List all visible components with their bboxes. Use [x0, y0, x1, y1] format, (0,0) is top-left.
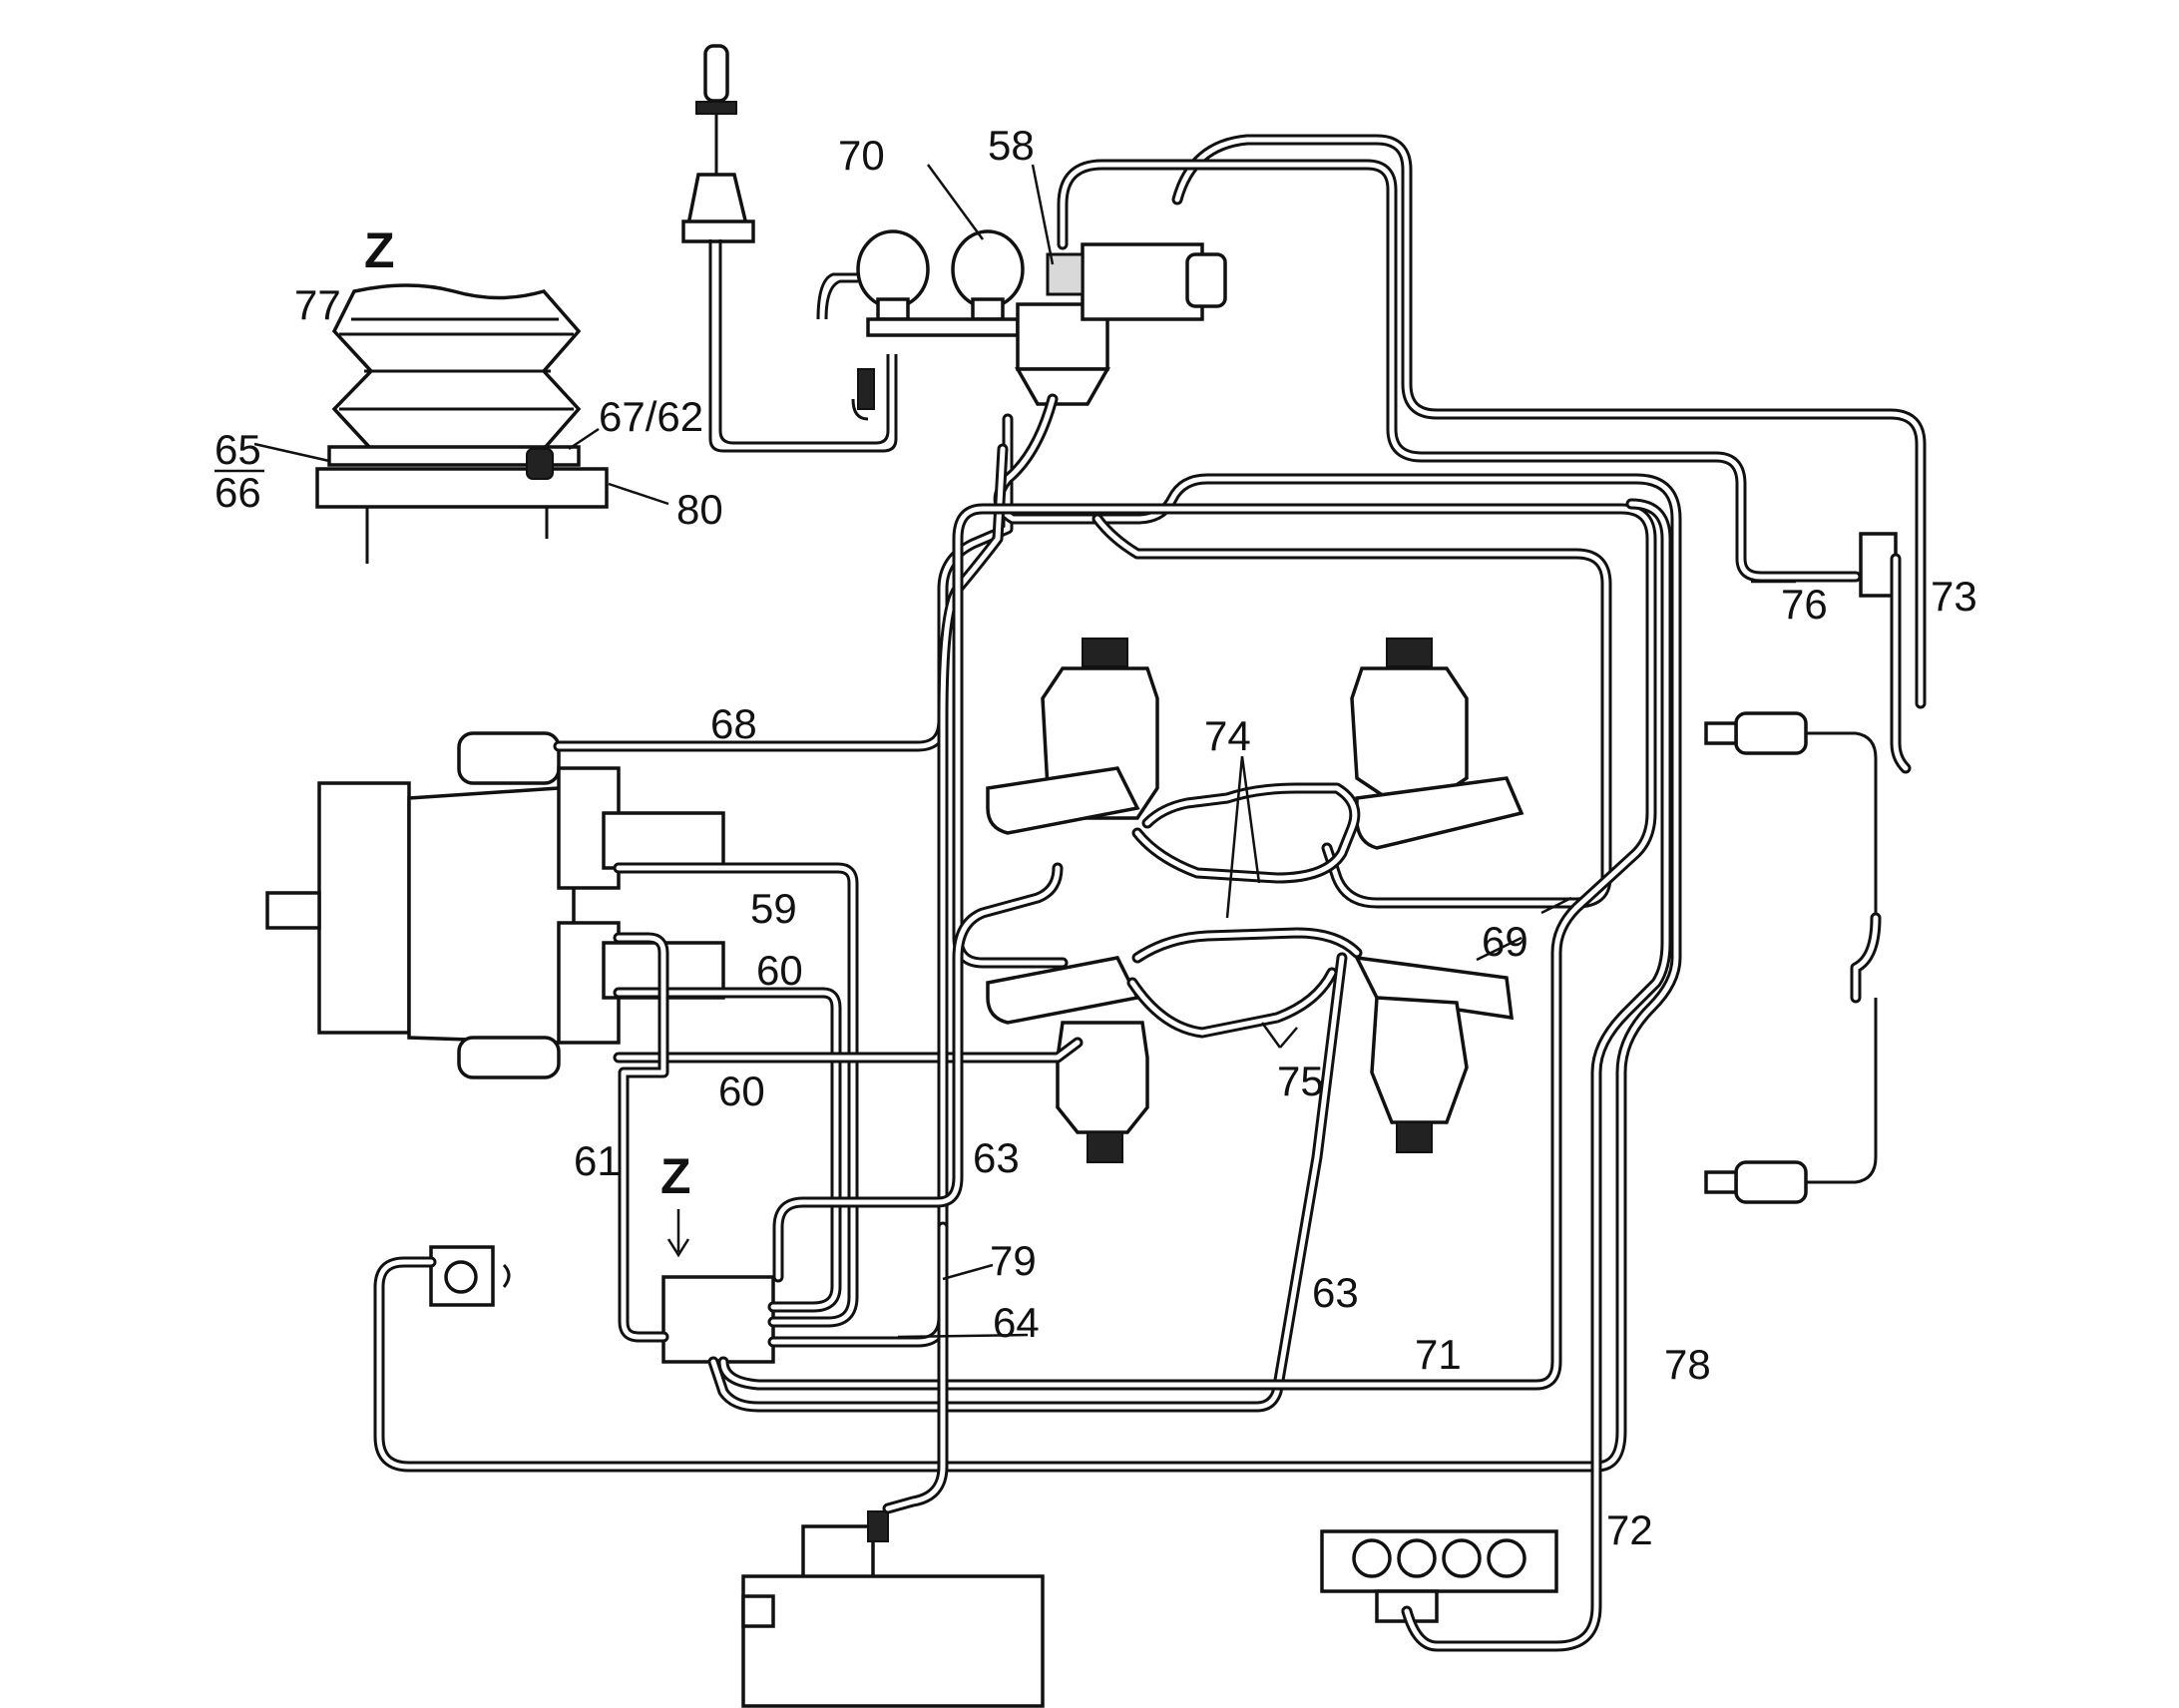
motor-lower-left [986, 956, 1149, 1163]
detail-view-z [315, 283, 609, 564]
view-marker-box: Z [660, 1148, 691, 1204]
hose-network [373, 134, 1927, 1652]
sensor-connector-block [1859, 532, 1898, 598]
label-74: 74 [1204, 712, 1251, 759]
pressure-sensor-upper [1704, 711, 1878, 918]
label-65: 65 [215, 426, 261, 473]
hose-motor-cross [1131, 782, 1361, 884]
callouts: Z Z 58 59 60 60 61 63 63 64 65 66 67/62 … [215, 122, 1977, 1553]
pump-head-top [457, 731, 561, 785]
label-79: 79 [990, 1237, 1037, 1284]
accumulator-bracket [866, 317, 1020, 337]
motor-upper-right [1350, 638, 1525, 850]
label-61: 61 [574, 1137, 621, 1184]
lever-base [681, 219, 755, 243]
leader-lines [253, 164, 1796, 1339]
hose-63-right-core [710, 955, 1345, 1410]
label-70: 70 [838, 132, 885, 179]
plate-support [365, 507, 549, 564]
hose-59-core [616, 865, 856, 1325]
lever-knob [703, 44, 729, 103]
hose-71-core [720, 506, 1654, 1388]
accumulator-right [951, 229, 1025, 309]
label-66: 66 [215, 469, 261, 516]
hose-73-core [1893, 556, 1909, 771]
label-67-62: 67/62 [599, 393, 703, 440]
label-72: 72 [1606, 1506, 1653, 1553]
joystick-lever [681, 44, 898, 453]
hose-60-upper [613, 987, 842, 1313]
solenoid-valve [1081, 242, 1204, 321]
accumulator-left [856, 229, 930, 309]
view-marker-detail: Z [364, 222, 395, 278]
hose-60-lower-core [616, 1040, 1081, 1061]
label-63-right: 63 [1312, 1269, 1359, 1316]
pedal-valve [429, 1245, 511, 1307]
hose-78-core [775, 865, 1061, 1280]
hose-68-core [556, 416, 1011, 749]
lever-boot [685, 173, 749, 226]
motor-lower-right [1353, 955, 1515, 1153]
pressure-sensor-lower [1704, 998, 1878, 1204]
label-68: 68 [710, 700, 757, 747]
label-75: 75 [1277, 1058, 1324, 1104]
pump-flange [317, 781, 411, 1035]
hose-motor-cross-core [1134, 785, 1358, 881]
distribution-block [1320, 1529, 1558, 1623]
lower-control-valve [741, 1510, 1045, 1708]
central-valve-box [661, 1275, 775, 1364]
pump-head-bottom [457, 1036, 561, 1079]
label-60-lower: 60 [718, 1068, 765, 1114]
label-76: 76 [1781, 581, 1828, 628]
hose-78 [772, 862, 1064, 1283]
boot-clamp [526, 448, 554, 480]
label-77: 77 [294, 281, 341, 328]
main-pump [265, 731, 725, 1079]
hose-72-core [1404, 501, 1669, 1649]
hose-79-core [885, 1224, 946, 1511]
label-64: 64 [993, 1299, 1040, 1346]
label-71: 71 [1415, 1331, 1462, 1378]
pump-housing [407, 786, 576, 1045]
solenoid-coil [1185, 252, 1227, 308]
label-59: 59 [750, 885, 797, 932]
lever-grip-ring [695, 101, 737, 115]
label-58: 58 [988, 122, 1035, 169]
hose-feed-top-core [1174, 137, 1924, 706]
mounting-plate [315, 467, 609, 509]
hose-motor-cross-2-core [1129, 930, 1360, 1036]
label-80: 80 [676, 486, 723, 533]
label-60-upper: 60 [756, 947, 803, 994]
manifold-outlet [1014, 367, 1111, 406]
label-69: 69 [1482, 918, 1528, 965]
hose-sensor-link-core [1853, 915, 1879, 1001]
label-78: 78 [1664, 1341, 1711, 1388]
hose-60-upper-core [616, 990, 839, 1310]
hose-61-core [616, 935, 666, 1340]
z-arrow [666, 1209, 690, 1258]
pump-control-upper [602, 811, 725, 870]
hose-feed-top-2-core [1060, 162, 1859, 580]
label-73: 73 [1931, 573, 1977, 620]
hose-feed-top-2 [1057, 159, 1862, 583]
motor-upper-left [986, 638, 1159, 835]
accumulator-group [816, 229, 1227, 421]
label-63-left: 63 [973, 1134, 1020, 1181]
boot-flange [327, 445, 581, 467]
